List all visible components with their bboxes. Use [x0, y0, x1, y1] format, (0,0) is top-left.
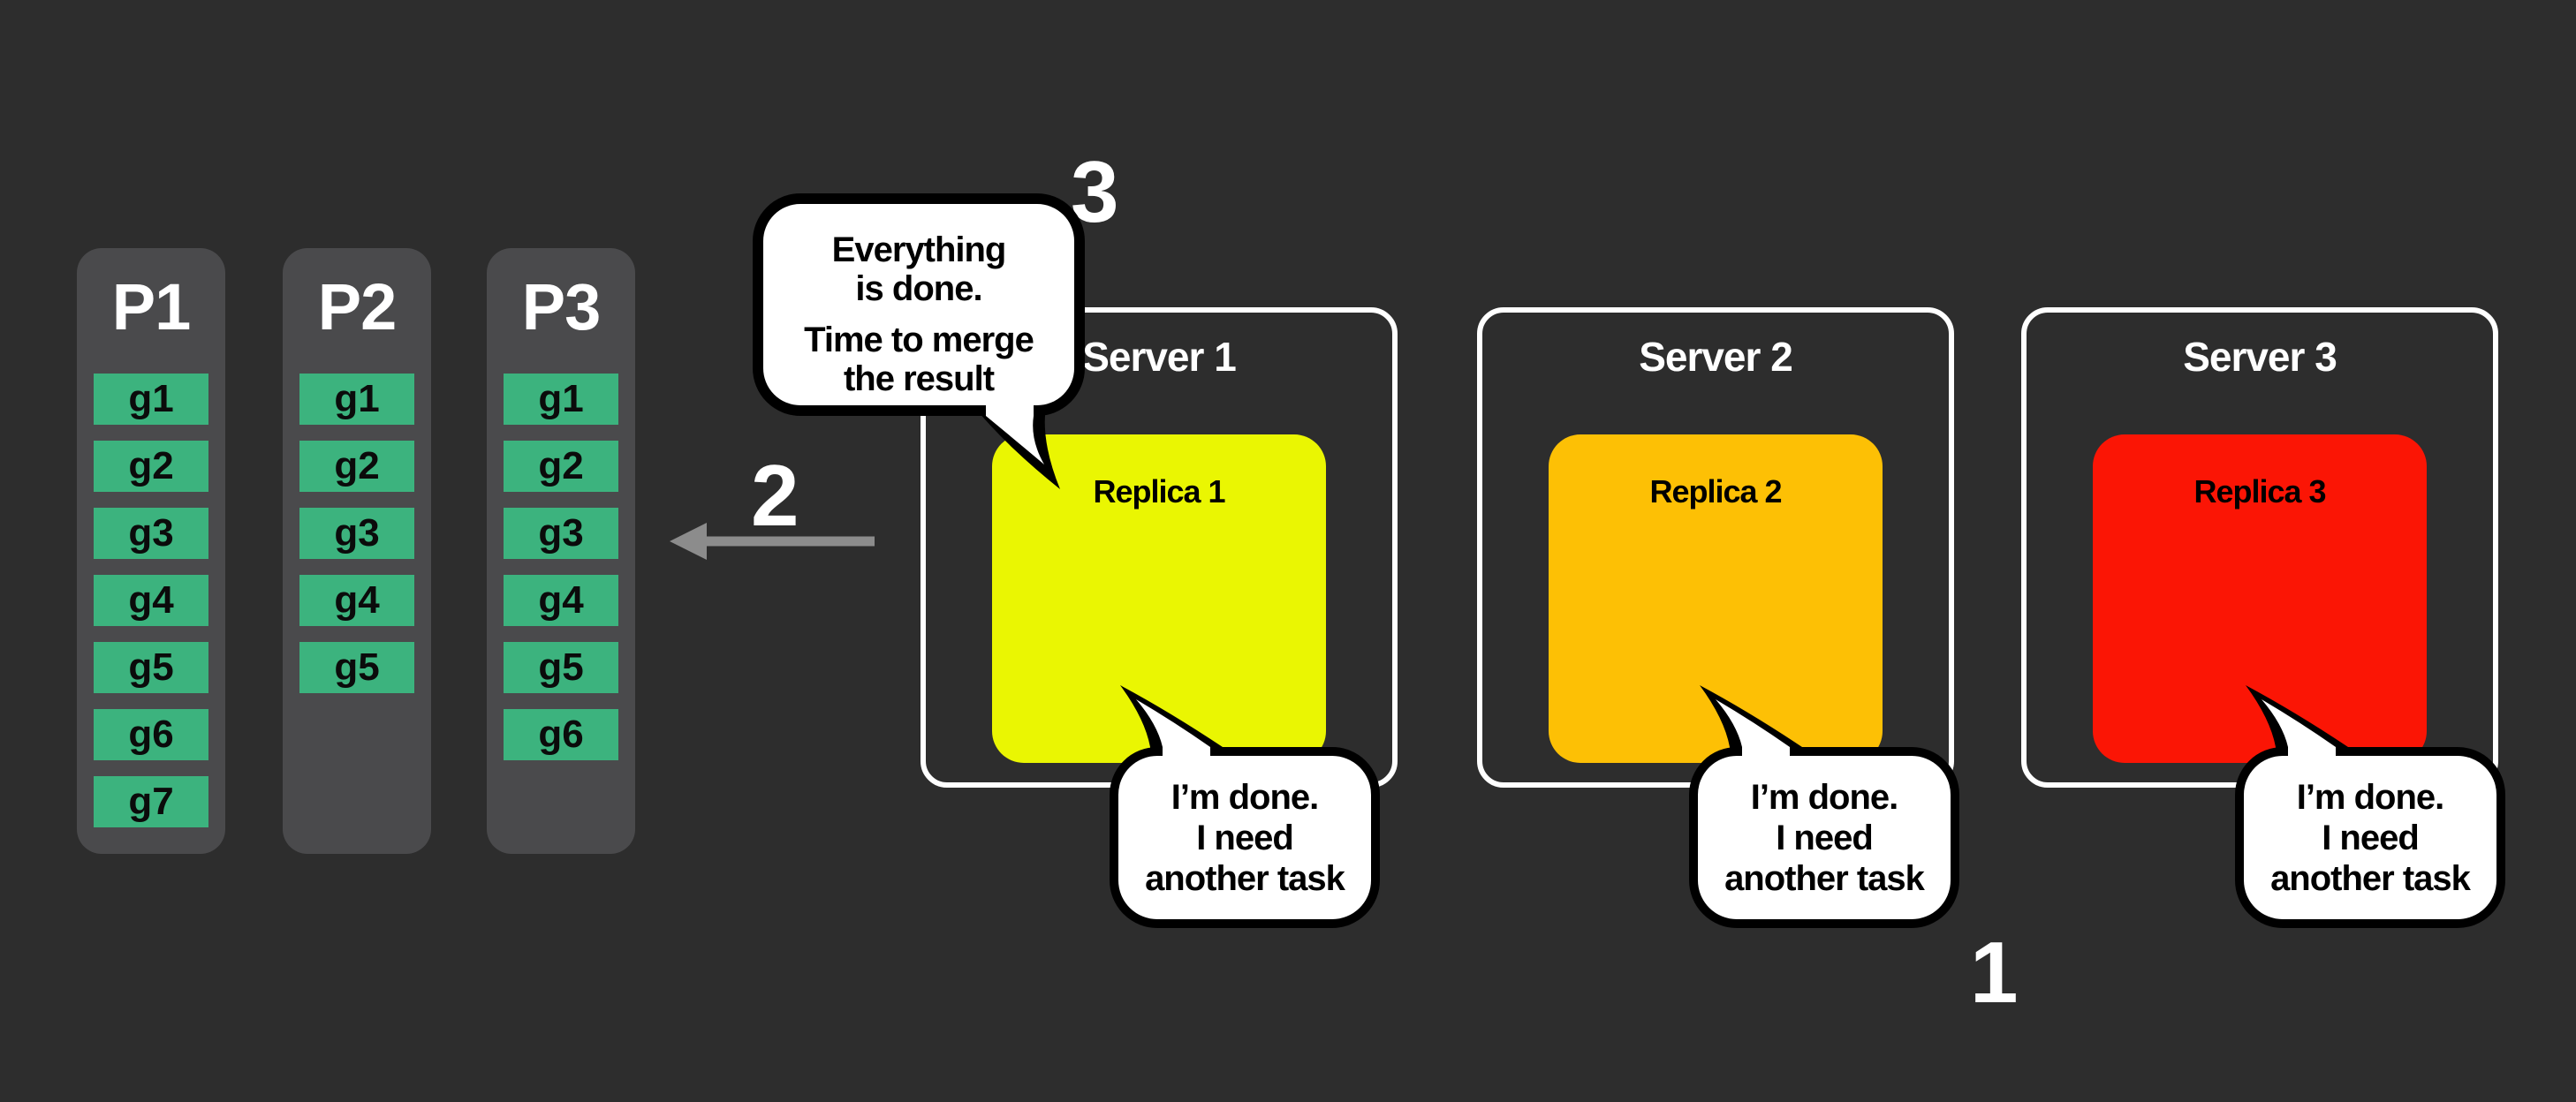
server-title: Server 1 — [1082, 334, 1237, 380]
partition-title: P3 — [521, 270, 602, 343]
replica-3-box: Replica 3 — [2093, 434, 2427, 763]
replica-label: Replica 2 — [1649, 473, 1782, 509]
group-cell: g5 — [299, 642, 414, 693]
server-title: Server 3 — [2183, 334, 2337, 380]
merge-speech-text: Everything is done. Time to merge the re… — [763, 230, 1074, 398]
done-bubble-tail-icon — [1120, 685, 1223, 758]
partition-group-list: g1 g2 g3 g4 g5 g6 g7 — [77, 374, 225, 827]
group-cell: g6 — [94, 709, 208, 760]
done-speech-bubble-2: I’m done. I need another task — [1689, 747, 1959, 928]
done-speech-bubble-1: I’m done. I need another task — [1110, 747, 1380, 928]
group-cell: g4 — [299, 575, 414, 626]
speech-line: I need — [1776, 819, 1874, 857]
step-label-2: 2 — [751, 447, 799, 544]
arrow-left-icon — [670, 523, 875, 560]
partition-group-list: g1 g2 g3 g4 g5 — [283, 374, 431, 693]
group-cell: g4 — [504, 575, 618, 626]
partition-p2: P2 g1 g2 g3 g4 g5 — [283, 248, 431, 854]
group-cell: g6 — [504, 709, 618, 760]
speech-line: Time to merge — [804, 321, 1034, 359]
done-speech-text: I’m done. I need another task — [2244, 756, 2496, 899]
step-label-1: 1 — [1970, 924, 2019, 1021]
group-cell: g2 — [504, 441, 618, 492]
group-cell: g5 — [94, 642, 208, 693]
partition-title: P2 — [317, 270, 398, 343]
speech-line: I’m done. — [2296, 778, 2445, 817]
replica-label: Replica 3 — [2193, 473, 2326, 509]
partition-group-list: g1 g2 g3 g4 g5 g6 — [487, 374, 635, 760]
speech-line: another task — [1145, 859, 1345, 898]
speech-line: another task — [1724, 859, 1925, 898]
merge-bubble-tail-icon — [974, 404, 1060, 489]
group-cell: g5 — [504, 642, 618, 693]
speech-line: I’m done. — [1750, 778, 1899, 817]
done-bubble-tail-icon — [2246, 685, 2348, 758]
speech-line: is done. — [855, 269, 982, 308]
speech-line: I need — [2322, 819, 2420, 857]
group-cell: g4 — [94, 575, 208, 626]
partition-title: P1 — [111, 270, 192, 343]
group-cell: g7 — [94, 776, 208, 827]
replica-label: Replica 1 — [1093, 473, 1225, 509]
group-cell: g1 — [504, 374, 618, 425]
speech-line: Everything — [831, 230, 1007, 269]
partition-p1: P1 g1 g2 g3 g4 g5 g6 g7 — [77, 248, 225, 854]
group-cell: g3 — [299, 508, 414, 559]
done-bubble-tail-icon — [1700, 685, 1802, 758]
done-speech-bubble-3: I’m done. I need another task — [2235, 747, 2505, 928]
done-speech-text: I’m done. I need another task — [1698, 756, 1951, 899]
server-3-box: Server 3 Replica 3 — [2021, 307, 2498, 788]
speech-line: I’m done. — [1171, 778, 1320, 817]
group-cell: g3 — [504, 508, 618, 559]
done-speech-text: I’m done. I need another task — [1118, 756, 1371, 899]
merge-speech-bubble: Everything is done. Time to merge the re… — [753, 193, 1085, 416]
server-title: Server 2 — [1639, 334, 1793, 380]
group-cell: g1 — [299, 374, 414, 425]
group-cell: g3 — [94, 508, 208, 559]
partition-p3: P3 g1 g2 g3 g4 g5 g6 — [487, 248, 635, 854]
group-cell: g1 — [94, 374, 208, 425]
speech-line: I need — [1196, 819, 1294, 857]
group-cell: g2 — [299, 441, 414, 492]
speech-line: another task — [2270, 859, 2471, 898]
group-cell: g2 — [94, 441, 208, 492]
speech-line: the result — [843, 359, 995, 398]
